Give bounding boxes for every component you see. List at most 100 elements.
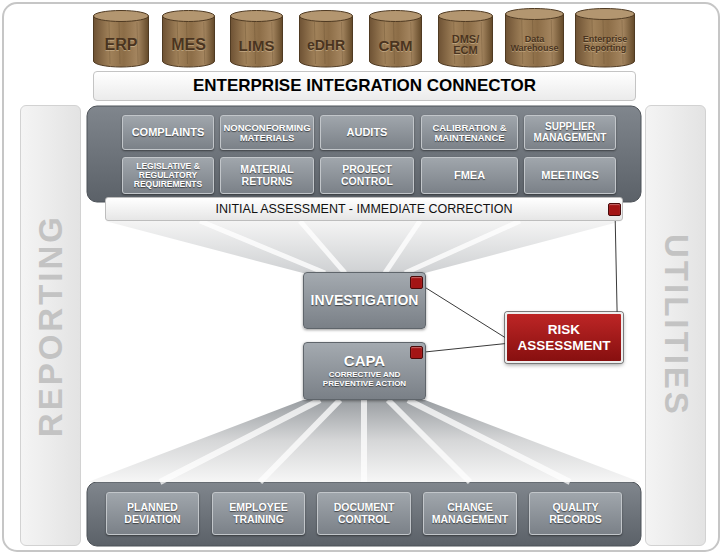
status-marker xyxy=(410,276,423,289)
module-box: SUPPLIER MANAGEMENT xyxy=(524,115,616,150)
node-label: RISK ASSESSMENT xyxy=(515,322,613,353)
node-label: Enterprise Reporting xyxy=(577,35,633,53)
text-area: ENTERPRISE INTEGRATION CONNECTOR xyxy=(94,72,635,100)
text-area: CRM xyxy=(369,22,422,68)
side-title: UTILITIES xyxy=(657,234,695,417)
side-panel: UTILITIES xyxy=(645,105,706,546)
text-area: eDHR xyxy=(299,22,353,68)
node-label: NONCONFORMING MATERIALS xyxy=(223,123,311,143)
node-label: MES xyxy=(171,37,206,53)
module-box: FMEA xyxy=(421,157,518,194)
node-label: COMPLAINTS xyxy=(132,127,205,139)
node-subtitle: CORRECTIVE AND PREVENTIVE ACTION xyxy=(308,371,421,389)
text-area: LEGISLATIVE & REGULATORY REQUIREMENTS xyxy=(123,158,213,193)
database-cylinder: DMS/ ECM xyxy=(438,10,493,68)
text-area: PLANNED DEVIATION xyxy=(107,493,198,534)
module-panel xyxy=(87,106,641,202)
node-label: DOCUMENT CONTROL xyxy=(320,502,408,524)
fan-beams xyxy=(200,221,520,273)
module-box: PROJECT CONTROL xyxy=(320,157,414,194)
text-area: DOCUMENT CONTROL xyxy=(318,493,410,534)
module-box: EMPLOYEE TRAINING xyxy=(212,492,305,535)
module-box: QUALITY RECORDS xyxy=(529,492,622,535)
text-area: PROJECT CONTROL xyxy=(321,158,413,193)
text-area: CALIBRATION & MAINTENANCE xyxy=(422,116,517,149)
process-box: INVESTIGATION xyxy=(303,272,426,329)
database-cylinder: eDHR xyxy=(299,10,353,68)
node-label: LEGISLATIVE & REGULATORY REQUIREMENTS xyxy=(125,162,211,189)
cylinder-top xyxy=(576,9,635,20)
database-cylinder: Data Warehouse xyxy=(505,8,564,68)
node-label: INITIAL ASSESSMENT - IMMEDIATE CORRECTIO… xyxy=(215,202,512,216)
connector-line xyxy=(615,221,617,312)
process-box: CAPACORRECTIVE AND PREVENTIVE ACTION xyxy=(303,342,426,400)
text-area: RISK ASSESSMENT xyxy=(507,314,621,361)
fan-beams xyxy=(160,400,570,482)
text-area: MEETINGS xyxy=(525,158,615,193)
module-box: CALIBRATION & MAINTENANCE xyxy=(421,115,518,150)
node-label: ENTERPRISE INTEGRATION CONNECTOR xyxy=(193,76,536,96)
node-label: PLANNED DEVIATION xyxy=(109,502,196,524)
module-box: MATERIAL RETURNS xyxy=(220,157,314,194)
node-label: LIMS xyxy=(239,38,275,53)
side-panel: REPORTING xyxy=(20,105,81,546)
cylinder-body xyxy=(94,16,149,67)
text-area: LIMS xyxy=(230,22,283,68)
database-cylinder: MES xyxy=(162,10,215,68)
text-area: Data Warehouse xyxy=(505,20,564,68)
side-title: REPORTING xyxy=(32,214,70,437)
module-panel xyxy=(87,482,641,546)
cylinder-body xyxy=(576,14,635,67)
module-box: AUDITS xyxy=(320,115,414,150)
node-label: FMEA xyxy=(454,170,485,182)
module-box: PLANNED DEVIATION xyxy=(106,492,199,535)
node-label: INVESTIGATION xyxy=(311,293,419,308)
node-label: CALIBRATION & MAINTENANCE xyxy=(424,123,515,143)
cylinder-top xyxy=(231,11,283,22)
text-area: ERP xyxy=(93,22,149,68)
text-area: CAPACORRECTIVE AND PREVENTIVE ACTION xyxy=(304,343,425,399)
module-box: NONCONFORMING MATERIALS xyxy=(220,115,314,150)
database-cylinder: CRM xyxy=(369,10,422,68)
node-label: ERP xyxy=(105,37,138,53)
text-area: DMS/ ECM xyxy=(438,22,493,68)
outer-frame xyxy=(3,3,719,551)
cylinder-top xyxy=(506,9,564,20)
database-cylinder: Enterprise Reporting xyxy=(575,8,635,68)
wood-grain xyxy=(551,20,552,64)
text-area: UTILITIES xyxy=(646,106,705,545)
text-area: CHANGE MANAGEMENT xyxy=(424,493,516,534)
cylinder-top xyxy=(439,11,493,22)
text-area: REPORTING xyxy=(21,106,80,545)
node-label: SUPPLIER MANAGEMENT xyxy=(527,122,613,143)
node-label: CAPA xyxy=(344,353,385,370)
text-area: EMPLOYEE TRAINING xyxy=(213,493,304,534)
cylinder-body xyxy=(163,16,215,67)
module-box: DOCUMENT CONTROL xyxy=(317,492,411,535)
text-area: FMEA xyxy=(422,158,517,193)
cylinder-body xyxy=(439,16,493,67)
text-area: AUDITS xyxy=(321,116,413,149)
wood-grain xyxy=(481,22,482,64)
node-label: eDHR xyxy=(307,38,345,52)
status-marker xyxy=(410,346,423,359)
node-label: Data Warehouse xyxy=(507,35,562,53)
node-label: CRM xyxy=(378,38,412,53)
cylinder-body xyxy=(300,16,353,67)
risk-box: RISK ASSESSMENT xyxy=(505,312,623,363)
cylinder-top xyxy=(163,11,215,22)
module-box: MEETINGS xyxy=(524,157,616,194)
light-fan xyxy=(88,400,640,482)
cylinder-body xyxy=(506,14,564,67)
text-area: SUPPLIER MANAGEMENT xyxy=(525,116,615,149)
text-area: COMPLAINTS xyxy=(123,116,213,149)
text-area: QUALITY RECORDS xyxy=(530,493,621,534)
cylinder-body xyxy=(231,16,283,67)
integration-bar: ENTERPRISE INTEGRATION CONNECTOR xyxy=(93,71,636,101)
text-area: MES xyxy=(162,22,215,68)
wood-grain xyxy=(522,20,523,64)
status-marker xyxy=(608,203,621,216)
database-cylinder: ERP xyxy=(93,10,149,68)
